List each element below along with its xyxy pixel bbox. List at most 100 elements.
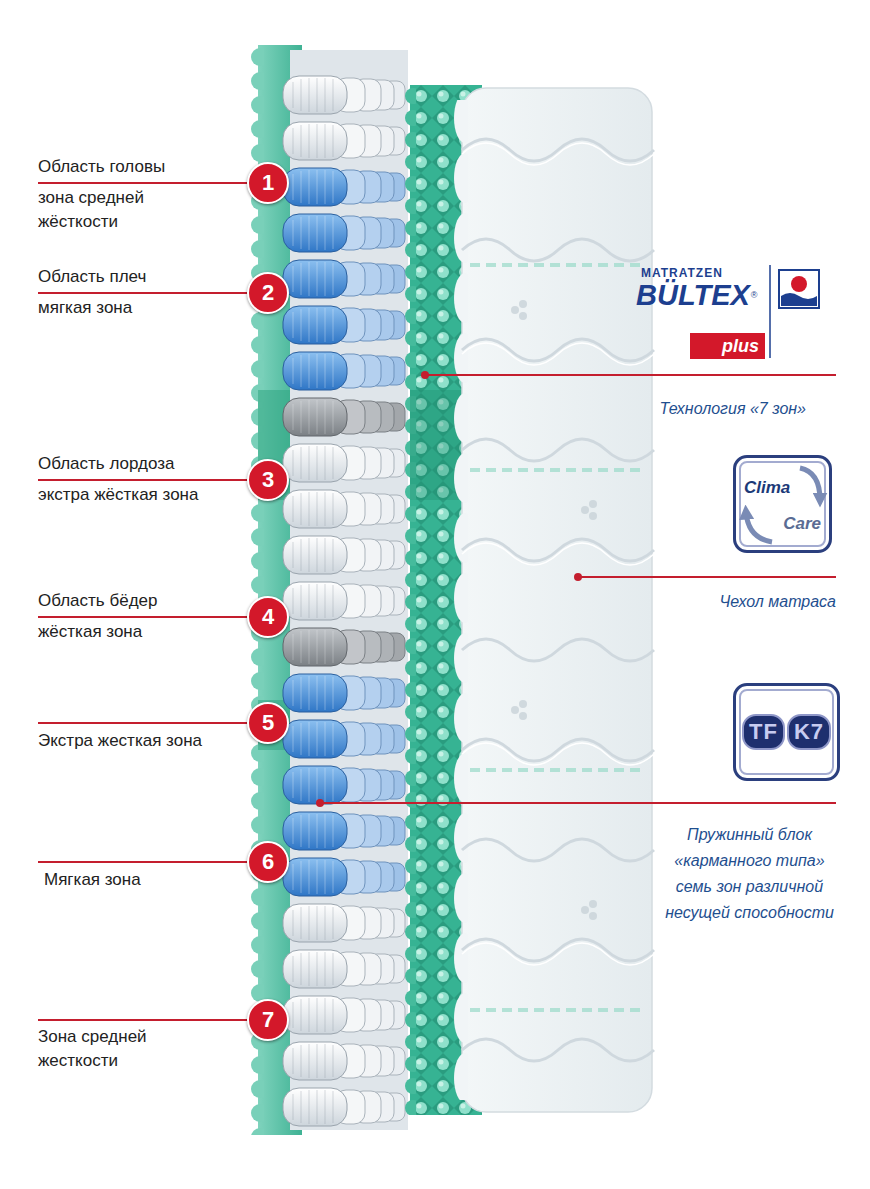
pocket-spring-block bbox=[283, 996, 405, 1034]
label-text: Область лордоза bbox=[38, 452, 175, 476]
label-text: Область бёдер bbox=[38, 589, 157, 613]
quilting-highlight bbox=[462, 143, 654, 965]
pocket-spring-block bbox=[283, 766, 405, 804]
quilting-wave bbox=[462, 139, 654, 161]
cover-motif bbox=[589, 912, 597, 920]
feature-icon: ClimaCare bbox=[733, 455, 832, 553]
quilting-wave bbox=[462, 639, 654, 661]
pocket-spring-block bbox=[283, 76, 405, 114]
icon-letters: TF bbox=[742, 714, 785, 750]
pocket-spring-block bbox=[283, 352, 405, 390]
quilting-wave bbox=[462, 739, 654, 761]
cover-motif bbox=[581, 906, 589, 914]
label-text: Область плеч bbox=[38, 265, 146, 289]
cycle-arrow bbox=[800, 468, 820, 500]
leader-dot bbox=[316, 799, 324, 807]
pocket-spring-block bbox=[283, 720, 405, 758]
leader-line bbox=[425, 374, 836, 376]
label-text: Технология «7 зон» bbox=[659, 396, 806, 422]
quilting-wave bbox=[462, 339, 654, 361]
pocket-spring-block bbox=[283, 628, 405, 666]
cover-motif bbox=[519, 300, 527, 308]
cover-motif bbox=[589, 900, 597, 908]
label-text: ® bbox=[751, 290, 758, 300]
cover-motif bbox=[589, 512, 597, 520]
quilting-wave bbox=[462, 439, 654, 461]
cover-stripe bbox=[470, 1008, 645, 1012]
pocket-spring-block bbox=[283, 536, 405, 574]
callout-circle: 4 bbox=[247, 596, 289, 638]
egg-crate-foam bbox=[402, 85, 416, 1115]
quilting-highlight bbox=[462, 743, 654, 765]
brand-mark bbox=[769, 265, 771, 358]
leader-line bbox=[38, 182, 252, 184]
pocket-spring-block bbox=[283, 812, 405, 850]
callout-number: 5 bbox=[262, 711, 274, 735]
icon-text: Clima bbox=[744, 478, 790, 498]
cover-stripe bbox=[470, 265, 645, 1010]
cover-motif bbox=[589, 500, 597, 508]
callout-circle: 7 bbox=[247, 999, 289, 1041]
side-foam bbox=[250, 45, 264, 1135]
quilting-wave bbox=[462, 139, 654, 1061]
cover-stripe bbox=[470, 263, 645, 267]
label-text: Пружинный блок «карманного типа» семь зо… bbox=[662, 822, 837, 926]
leader-line bbox=[38, 861, 252, 863]
callout-number: 7 bbox=[262, 1008, 274, 1032]
pocket-spring-block bbox=[283, 858, 405, 896]
pocket-spring-block bbox=[283, 490, 405, 528]
callout-number: 4 bbox=[262, 605, 274, 629]
callout-circle: 1 bbox=[247, 162, 289, 204]
callout-number: 2 bbox=[262, 281, 274, 305]
cover-stripe bbox=[470, 468, 645, 472]
icon-letters: K7 bbox=[787, 714, 831, 750]
label-text: Чехол матраса bbox=[719, 589, 836, 615]
label-text: Экстра жесткая зона bbox=[38, 729, 202, 753]
label-text: Мягкая зона bbox=[44, 868, 141, 892]
cycle-arrows bbox=[736, 458, 829, 550]
brand-mark bbox=[779, 270, 819, 308]
pocket-spring-block bbox=[283, 950, 405, 988]
brand-badge: plus bbox=[690, 333, 765, 359]
leader-line bbox=[578, 576, 836, 578]
quilting-wave bbox=[462, 1039, 654, 1061]
cover-motif bbox=[511, 706, 519, 714]
quilting-wave bbox=[462, 239, 654, 261]
callout-number: 1 bbox=[262, 171, 274, 195]
cover-motif bbox=[511, 306, 519, 314]
quilting-highlight bbox=[462, 943, 654, 965]
leader-dot bbox=[316, 371, 582, 807]
pocket-spring-block bbox=[283, 260, 405, 298]
quilting-highlight bbox=[462, 343, 654, 365]
leader-line bbox=[320, 802, 836, 804]
pocket-spring-block bbox=[283, 674, 405, 712]
cover-motif bbox=[519, 712, 527, 720]
badge-text: plus bbox=[722, 336, 759, 356]
label-text: BÜLTEX bbox=[636, 279, 750, 311]
icon-text: Care bbox=[783, 514, 821, 534]
quilting-wave bbox=[462, 839, 654, 861]
callout-circle: 2 bbox=[247, 272, 289, 314]
leader-line bbox=[38, 616, 252, 618]
pocket-spring-block bbox=[283, 1088, 405, 1126]
label-text: MATRATZEN bbox=[641, 266, 723, 280]
brand-mark bbox=[781, 293, 817, 306]
callout-number: 6 bbox=[262, 850, 274, 874]
leader-line bbox=[38, 292, 252, 294]
brand-mark bbox=[770, 265, 819, 358]
label-text: Зона средней жесткости bbox=[38, 1025, 188, 1073]
quilting-wave bbox=[462, 939, 654, 961]
feature-icon: TFK7 bbox=[733, 683, 840, 781]
quilting-wave bbox=[462, 539, 654, 561]
label-text: жёсткая зона bbox=[38, 620, 142, 644]
pocket-spring-block bbox=[283, 398, 405, 436]
pocket-spring-block bbox=[283, 1042, 405, 1080]
label-text: экстра жёсткая зона bbox=[38, 483, 198, 507]
mattress-cover bbox=[452, 88, 654, 1112]
pocket-spring-block bbox=[283, 50, 408, 1130]
callout-circle: 6 bbox=[247, 841, 289, 883]
brand-mark bbox=[791, 276, 807, 292]
quilting-highlight bbox=[462, 543, 654, 565]
mattress-cover bbox=[462, 88, 652, 1112]
pocket-spring-block bbox=[283, 214, 405, 252]
